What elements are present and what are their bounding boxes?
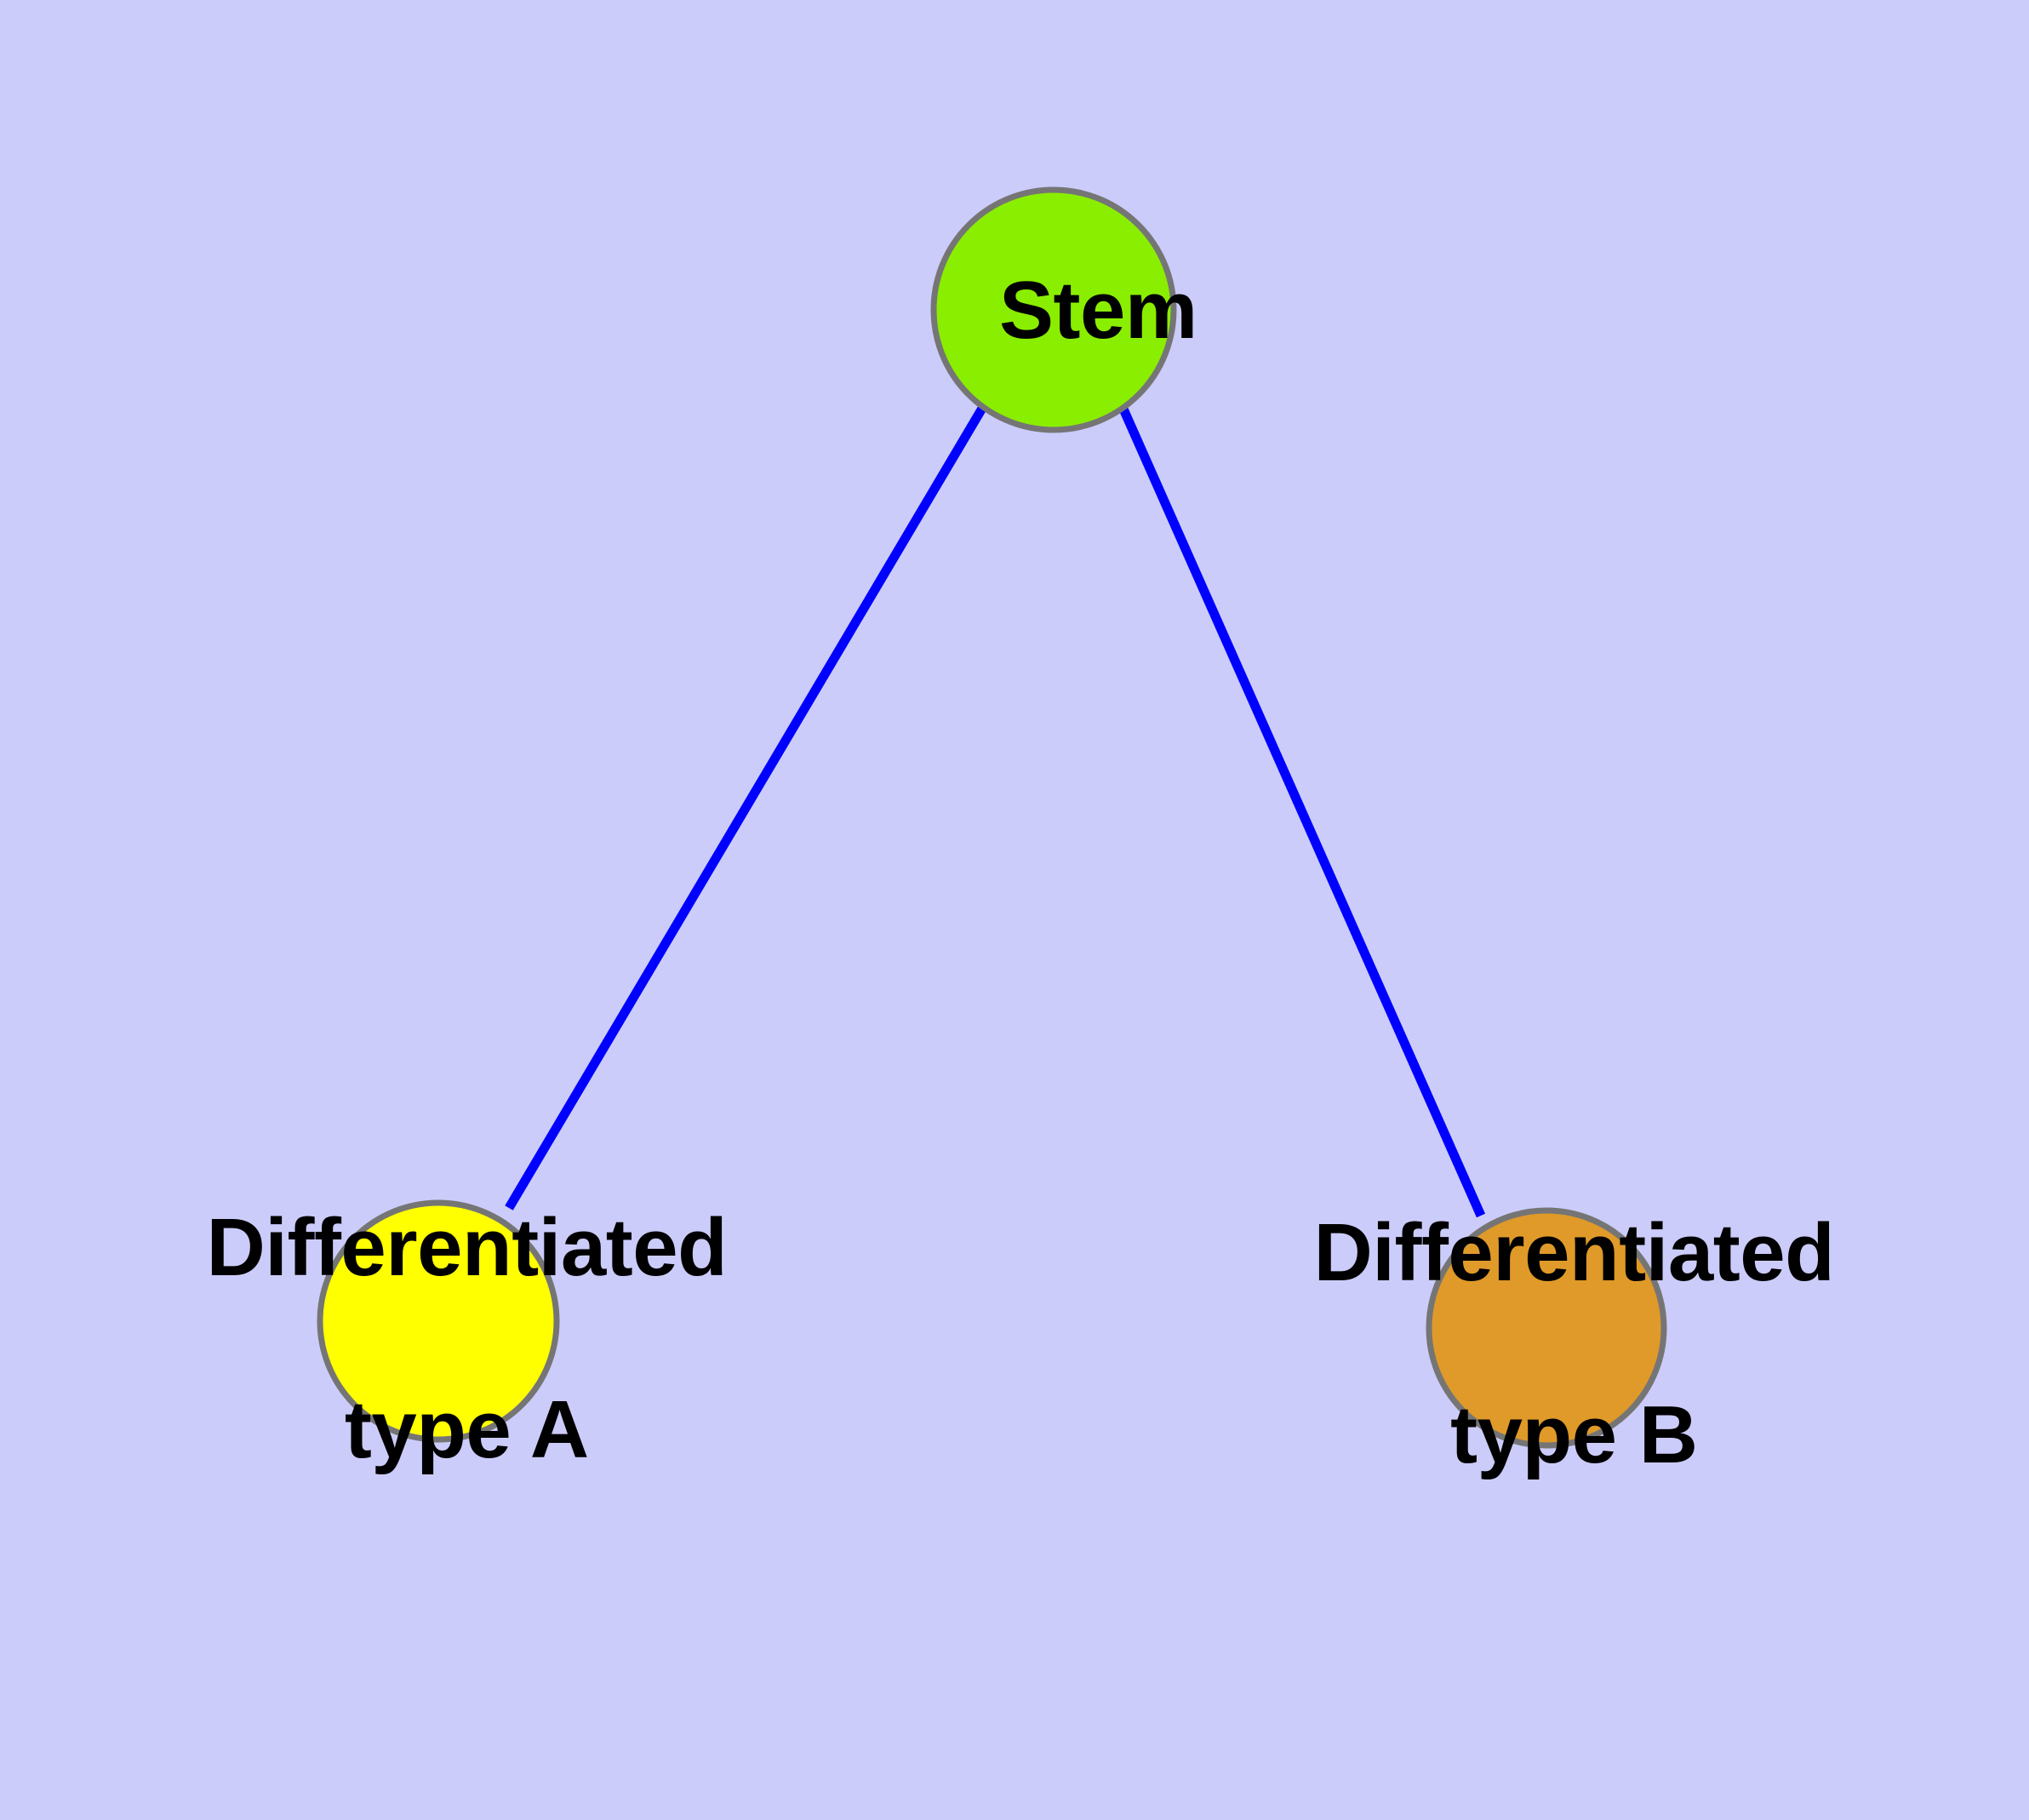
edge-stem-to-differentiated-type-b[interactable] [1117,403,1486,1218]
edge-stem-to-differentiated-type-a[interactable] [505,404,987,1210]
node-differentiated-type-a[interactable] [317,1199,560,1443]
node-stem[interactable] [930,186,1177,433]
nodes-group [317,186,1667,1449]
edges-group [505,403,1486,1218]
node-differentiated-type-b[interactable] [1426,1207,1667,1449]
